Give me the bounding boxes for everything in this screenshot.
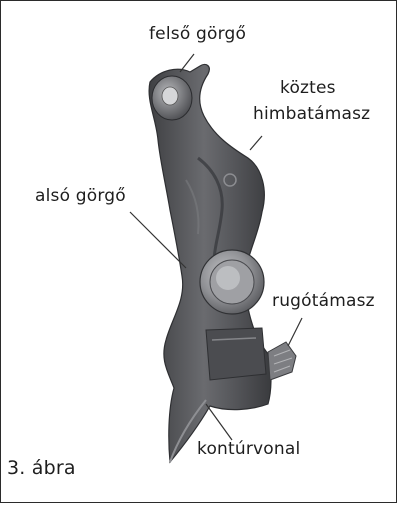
label-lower-roller: alsó görgő xyxy=(35,186,126,207)
label-contour-line: kontúrvonal xyxy=(197,439,300,460)
label-intermediate-pivot-line1: köztes xyxy=(280,78,336,99)
label-spring-support: rugótámasz xyxy=(272,291,375,312)
label-intermediate-pivot-line2: himbatámasz xyxy=(253,104,370,125)
label-upper-roller: felső görgő xyxy=(149,24,246,45)
figure-caption: 3. ábra xyxy=(7,458,76,479)
